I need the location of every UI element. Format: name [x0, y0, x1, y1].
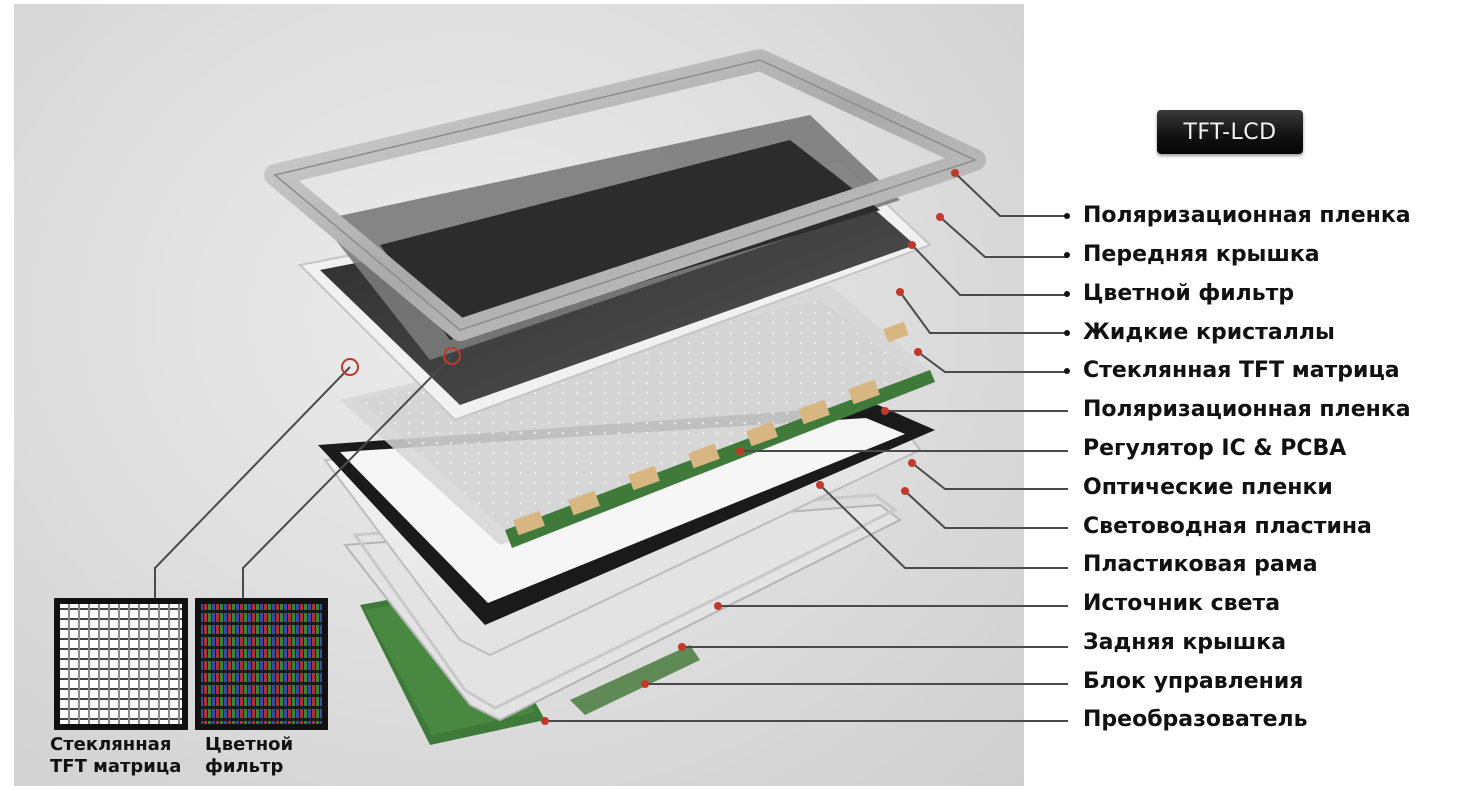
layer-label-optical-films: Оптические пленки — [1064, 475, 1333, 500]
layer-label-controller-ic: Регулятор IC & PCBA — [1064, 436, 1346, 461]
layer-label-back-cover: Задняя крышка — [1064, 630, 1286, 655]
layer-label-control-unit: Блок управления — [1064, 669, 1303, 694]
layer-label-color-filter: Цветной фильтр — [1064, 281, 1294, 306]
layer-label-light-source: Источник света — [1064, 591, 1280, 616]
label-text: Жидкие кристаллы — [1083, 320, 1335, 345]
front-cover-shape — [320, 115, 900, 360]
metal-bezel — [264, 49, 986, 341]
bullet-icon — [1064, 290, 1070, 297]
label-text: Преобразователь — [1083, 707, 1308, 732]
tft-caption-line1: Стеклянная — [50, 734, 172, 755]
layer-label-tft-glass: Стеклянная TFT матрица — [1064, 358, 1400, 383]
bullet-icon — [1064, 212, 1070, 219]
tft-inset-caption: Стеклянная TFT матрица — [50, 734, 181, 778]
label-text: Источник света — [1083, 591, 1281, 616]
color-filter-inset — [195, 598, 328, 730]
layer-label-liquid-crystals: Жидкие кристаллы — [1064, 320, 1335, 345]
tft-caption-line2: TFT матрица — [50, 756, 182, 777]
label-text: Стеклянная TFT матрица — [1083, 358, 1400, 383]
label-text: Пластиковая рама — [1083, 552, 1318, 577]
control-board — [570, 645, 700, 715]
layer-label-plastic-frame: Пластиковая рама — [1064, 552, 1318, 577]
filter-caption-line2: фильтр — [205, 756, 284, 777]
bullet-icon — [1064, 367, 1070, 374]
bullet-icon — [1064, 329, 1070, 336]
label-text: Поляризационная пленка — [1083, 397, 1411, 422]
layer-label-polarizer-bottom: Поляризационная пленка — [1064, 397, 1411, 422]
label-text: Оптические пленки — [1083, 475, 1333, 500]
anchor-points — [541, 169, 959, 725]
label-text: Блок управления — [1083, 669, 1304, 694]
label-text: Регулятор IC & PCBA — [1083, 436, 1347, 461]
label-text: Цветной фильтр — [1083, 281, 1295, 306]
tft-lcd-badge: TFT-LCD — [1157, 110, 1303, 154]
tft-matrix-inset — [54, 598, 188, 730]
layer-label-inverter: Преобразователь — [1064, 707, 1308, 732]
label-text: Задняя крышка — [1083, 630, 1287, 655]
tft-glass-shape — [340, 285, 935, 548]
layer-label-front-cover: Передняя крышка — [1064, 242, 1320, 267]
filter-caption-line1: Цветной — [205, 734, 294, 755]
bullet-icon — [1064, 251, 1070, 258]
label-text: Поляризационная пленка — [1083, 203, 1411, 228]
leader-lines — [154, 172, 1068, 722]
filter-inset-caption: Цветной фильтр — [205, 734, 293, 778]
zoom-rings — [341, 347, 461, 376]
layer-label-polarizer-top: Поляризационная пленка — [1064, 203, 1411, 228]
layer-label-light-guide: Световодная пластина — [1064, 514, 1372, 539]
label-text: Световодная пластина — [1083, 514, 1372, 539]
label-text: Передняя крышка — [1083, 242, 1320, 267]
